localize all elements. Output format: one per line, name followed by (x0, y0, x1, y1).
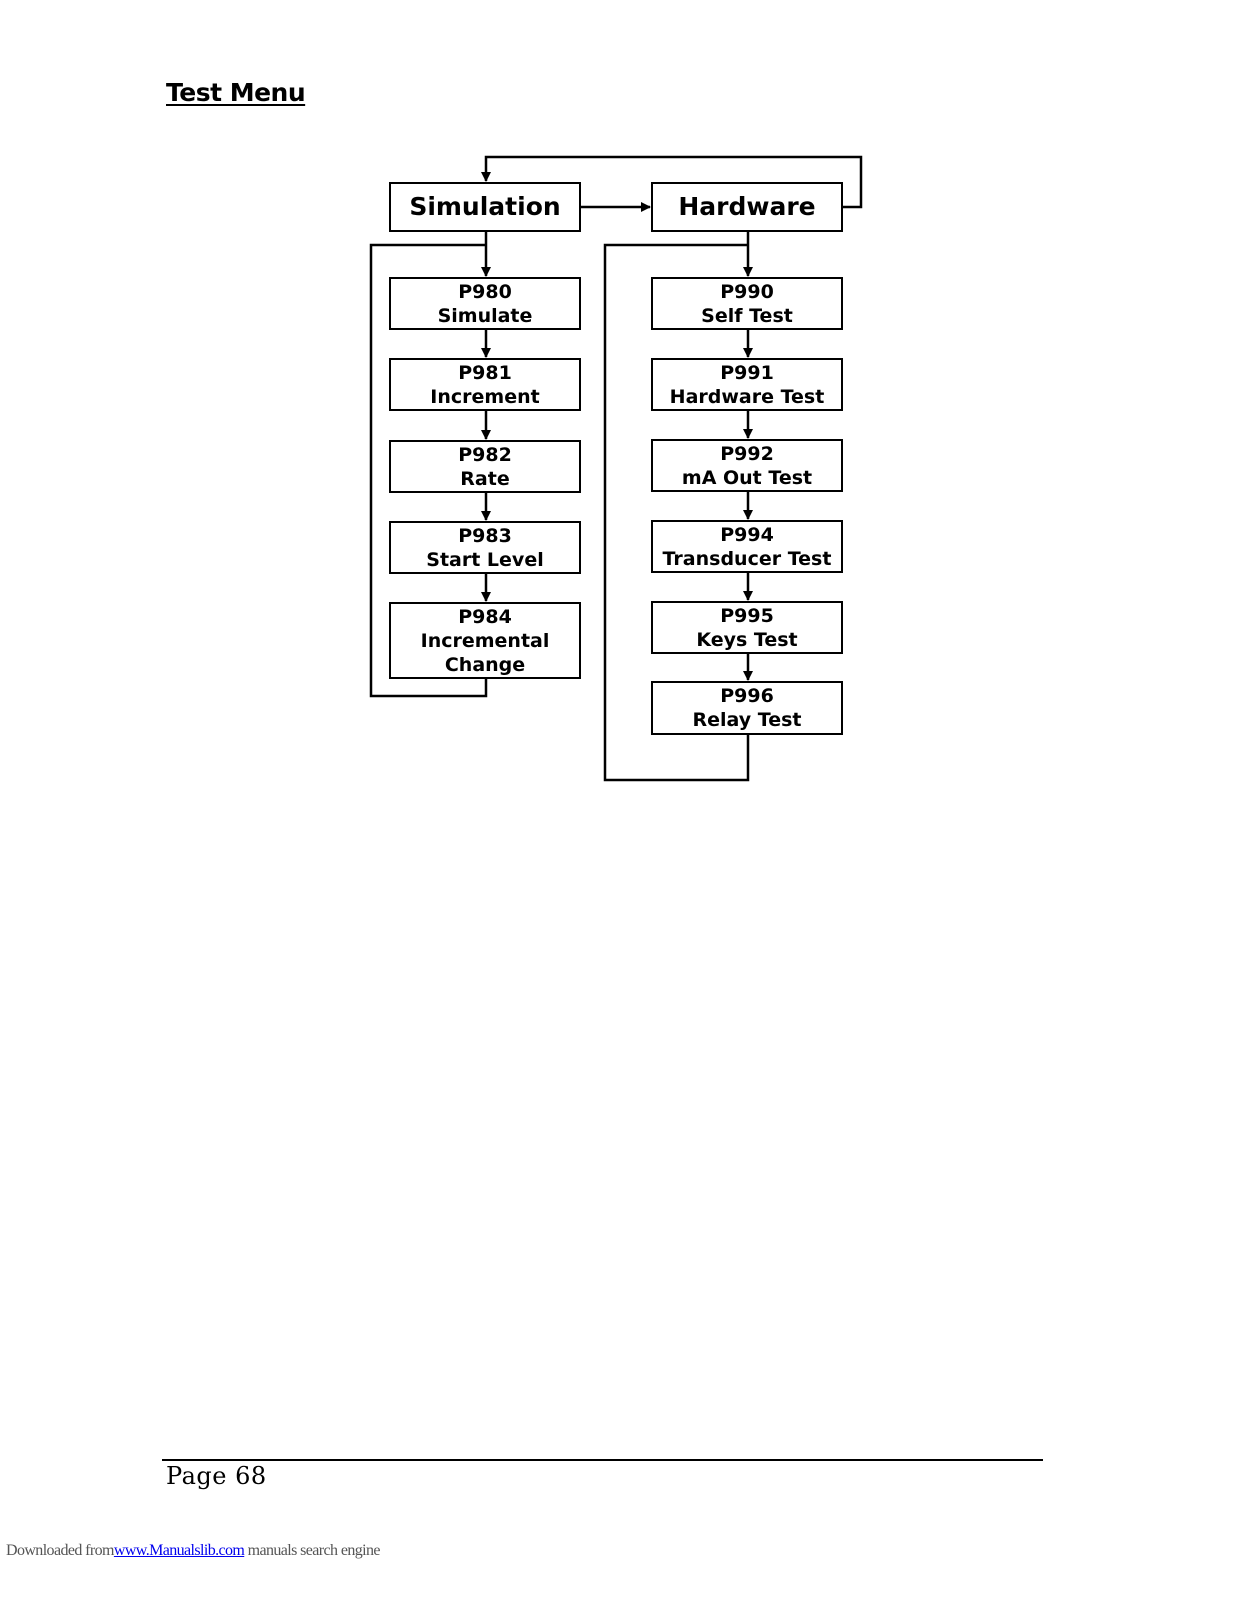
param-box-p984[interactable]: P984 Incremental Change (389, 602, 581, 679)
param-label: Incremental (420, 629, 550, 652)
param-box-p981[interactable]: P981 Increment (389, 358, 581, 411)
menu-title-simulation: Simulation (409, 192, 561, 221)
param-code: P982 (458, 443, 512, 466)
download-suffix: manuals search engine (244, 1542, 381, 1559)
param-label: mA Out Test (681, 466, 813, 489)
param-code: P983 (458, 524, 512, 547)
param-code: P996 (720, 685, 774, 707)
param-box-p991[interactable]: P991 Hardware Test (651, 358, 843, 411)
param-box-p996[interactable]: P996 Relay Test (651, 681, 843, 735)
menu-box-hardware[interactable]: Hardware (651, 182, 843, 232)
param-code: P981 (458, 361, 512, 384)
manualslib-link[interactable]: www.Manualslib.com (113, 1542, 245, 1559)
param-label: Hardware Test (669, 385, 825, 408)
param-label: Keys Test (696, 628, 798, 651)
param-box-p994[interactable]: P994 Transducer Test (651, 520, 843, 573)
download-note: Downloaded fromwww.Manualslib.com manual… (6, 1542, 380, 1560)
param-label: Rate (460, 467, 510, 490)
page-title: Test Menu (166, 78, 306, 107)
param-box-p990[interactable]: P990 Self Test (651, 277, 843, 330)
param-label-line2: Change (444, 653, 526, 676)
param-box-p995[interactable]: P995 Keys Test (651, 601, 843, 654)
param-label: Start Level (426, 548, 544, 571)
param-box-p983[interactable]: P983 Start Level (389, 521, 581, 574)
param-code: P994 (720, 523, 774, 546)
param-code: P980 (458, 280, 512, 303)
param-code: P995 (720, 604, 774, 627)
menu-box-simulation[interactable]: Simulation (389, 182, 581, 232)
page-number: Page 68 (166, 1462, 267, 1490)
menu-title-hardware: Hardware (678, 192, 816, 221)
param-code: P992 (720, 442, 774, 465)
connector-p996-return-loop (603, 243, 750, 782)
param-label: Transducer Test (662, 547, 832, 570)
param-label: Relay Test (692, 709, 802, 731)
param-code: P990 (720, 280, 774, 303)
footer-divider (162, 1459, 1043, 1461)
param-code: P984 (458, 605, 512, 628)
param-label: Increment (430, 385, 540, 408)
download-prefix: Downloaded from (6, 1542, 114, 1559)
param-label: Self Test (701, 304, 793, 327)
param-label: Simulate (437, 304, 533, 327)
param-box-p982[interactable]: P982 Rate (389, 440, 581, 493)
connector-p984-return-loop (369, 243, 488, 698)
connector-hardware-to-simulation (481, 155, 863, 209)
param-box-p980[interactable]: P980 Simulate (389, 277, 581, 330)
test-menu-flowchart (369, 155, 863, 782)
param-box-p992[interactable]: P992 mA Out Test (651, 439, 843, 492)
param-code: P991 (720, 361, 774, 384)
